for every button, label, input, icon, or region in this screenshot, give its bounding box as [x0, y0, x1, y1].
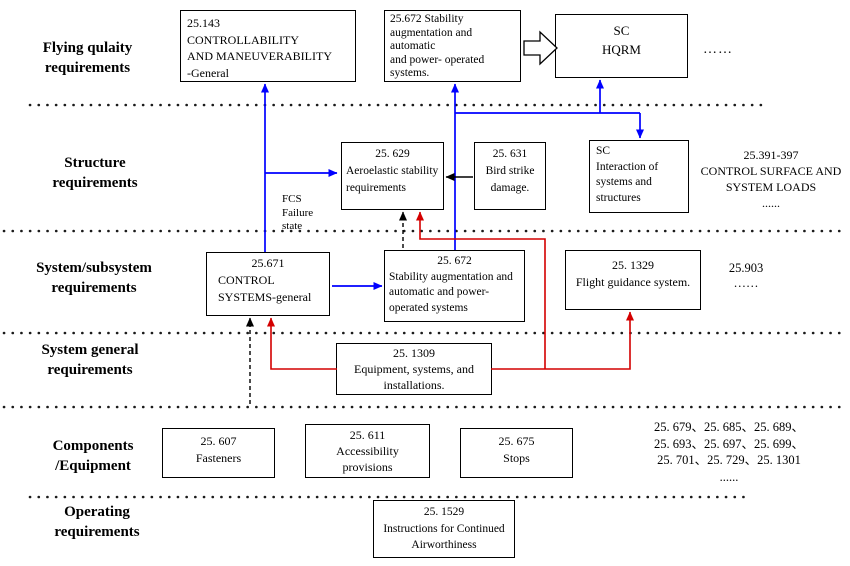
box-number: 25. 607: [200, 434, 237, 448]
box-25-629: 25. 629 Aeroelastic stability requiremen…: [341, 142, 444, 210]
section-25-903-text: 25.903 ……: [728, 261, 764, 290]
box-body: Instructions for Continued Airworthiness: [383, 522, 505, 552]
box-number: 25. 611: [349, 428, 386, 442]
box-25-671: 25.671 CONTROL SYSTEMS-general: [206, 252, 330, 316]
box-body: Accessibility provisions: [336, 444, 399, 474]
box-25-1309: 25. 1309 Equipment, systems, and install…: [336, 343, 492, 395]
box-number: 25. 672: [437, 255, 472, 267]
box-25-672-flying-quality: 25.672 Stability augmentation and automa…: [384, 10, 521, 82]
row-label-operating: Operating requirements: [54, 504, 140, 540]
box-body: Stability augmentation and automatic and…: [389, 270, 513, 314]
box-body: 25.143 CONTROLLABILITY AND MANEUVERABILI…: [187, 16, 332, 80]
box-sc-interaction: SC Interaction of systems and structures: [589, 140, 689, 213]
box-number: 25. 1309: [393, 346, 435, 360]
box-25-675: 25. 675 Stops: [460, 428, 573, 478]
arrow-251309-to-25671: [267, 317, 337, 370]
box-body: Bird strike damage.: [485, 165, 535, 194]
box-body: Fasteners: [195, 451, 242, 465]
box-number: 25. 629: [375, 148, 410, 160]
box-25-1329: 25. 1329 Flight guidance system.: [565, 250, 701, 310]
box-body: SC Interaction of systems and structures: [596, 145, 659, 204]
box-25-672-system: 25. 672 Stability augmentation and autom…: [384, 250, 525, 322]
box-body: Flight guidance system.: [575, 275, 691, 289]
components-section-list: 25. 679、25. 685、25. 689、 25. 693、25. 697…: [653, 420, 804, 484]
box-body: Stops: [503, 451, 530, 465]
row-label-system-general: System general requirements: [41, 342, 139, 378]
row-label-system-subsystem: System/subsystem requirements: [36, 260, 152, 296]
box-body: SC HQRM: [601, 23, 641, 57]
fcs-failure-state-label: FCS Failure state: [282, 193, 314, 232]
box-25-631: 25. 631 Bird strike damage.: [474, 142, 546, 210]
row-label-components: Components /Equipment: [52, 438, 134, 474]
box-number: 25. 1329: [612, 258, 654, 272]
box-body: 25.672 Stability augmentation and automa…: [390, 13, 485, 79]
box-sc-hqrm: SC HQRM: [555, 14, 688, 78]
block-arrow-icon: [523, 30, 558, 66]
box-body: CONTROL SYSTEMS-general: [218, 273, 312, 304]
box-25-143: 25.143 CONTROLLABILITY AND MANEUVERABILI…: [180, 10, 356, 82]
row-label-flying-quality: Flying qulaity requirements: [42, 40, 133, 76]
box-number: 25.671: [251, 256, 285, 270]
box-25-611: 25. 611 Accessibility provisions: [305, 424, 430, 478]
row-label-structure: Structure requirements: [52, 155, 138, 191]
control-surface-loads-text: 25.391-397 CONTROL SURFACE AND SYSTEM LO…: [700, 148, 842, 210]
hqrm-ellipsis-text: ……: [703, 42, 733, 57]
box-number: 25. 675: [498, 434, 535, 448]
box-body: Equipment, systems, and installations.: [354, 362, 474, 392]
box-number: 25. 631: [492, 148, 528, 160]
box-number: 25. 1529: [423, 506, 465, 518]
box-25-1529: 25. 1529 Instructions for Continued Airw…: [373, 500, 515, 558]
box-25-607: 25. 607 Fasteners: [162, 428, 275, 478]
box-body: Aeroelastic stability requirements: [346, 165, 439, 194]
